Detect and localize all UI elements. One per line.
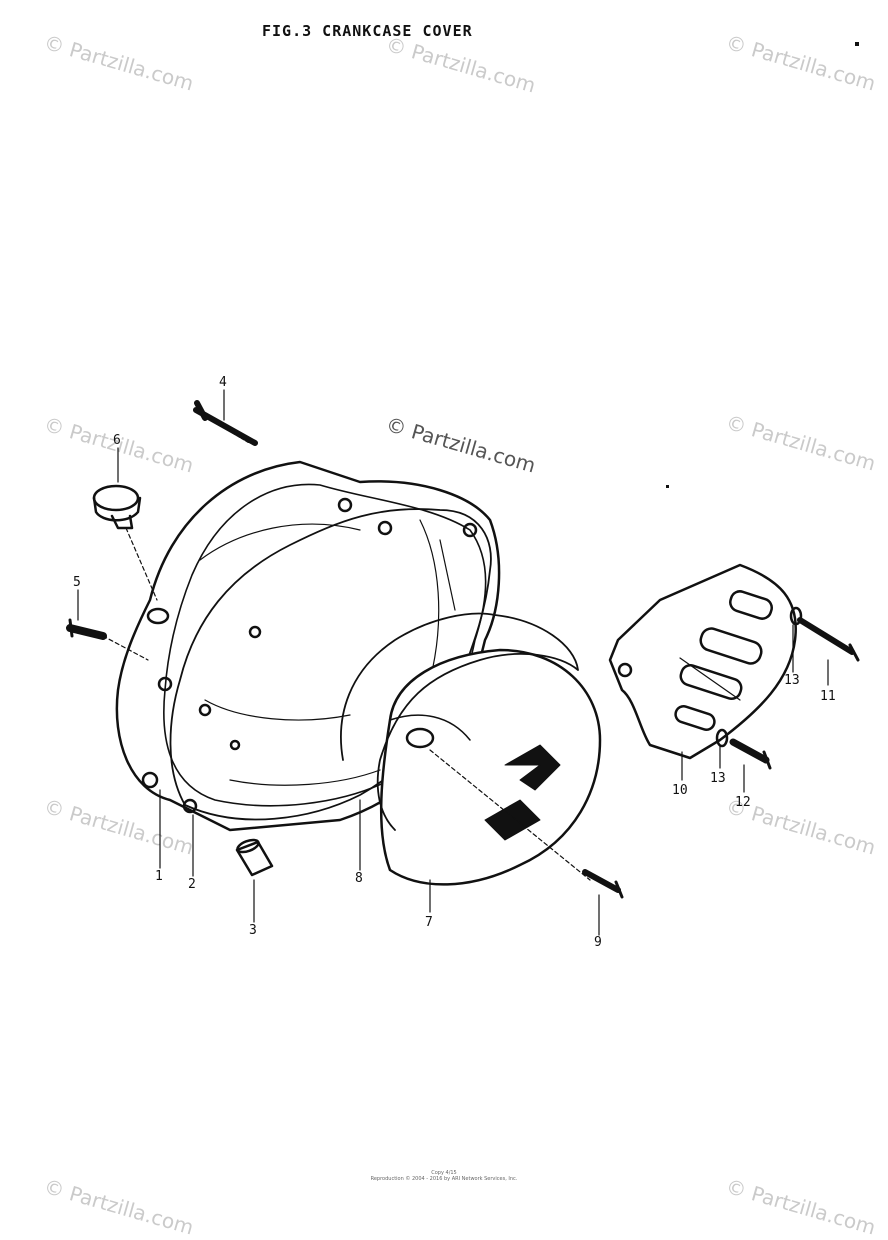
- copyright-footer: Copy 4/15 Reproduction © 2004 - 2016 by …: [0, 1170, 888, 1182]
- callout-11: 11: [820, 689, 836, 704]
- short-bolt-part: [66, 618, 149, 661]
- callout-1: 1: [155, 869, 163, 884]
- callout-13: 13: [710, 771, 726, 786]
- footer-line-2: Reproduction © 2004 - 2016 by ARI Networ…: [370, 1176, 518, 1182]
- long-bolt-part: [193, 400, 258, 446]
- callout-9: 9: [594, 935, 602, 950]
- sprocket-cover-screw-long-part: [797, 617, 860, 662]
- cover-screw-part: [582, 869, 624, 899]
- scan-marks: [666, 42, 859, 488]
- sprocket-cover-part: [608, 563, 797, 760]
- callout-5: 5: [73, 575, 81, 590]
- washer-part: [715, 606, 803, 748]
- dowel-pin-part: [235, 838, 274, 877]
- sprocket-cover-screw-short-part: [729, 738, 772, 770]
- cover-gasket-part: [169, 508, 492, 821]
- leader-lines: [77, 389, 829, 936]
- magneto-cover-part: [379, 648, 602, 886]
- callout-12: 12: [735, 795, 751, 810]
- callout-13: 13: [784, 673, 800, 688]
- callout-3: 3: [249, 923, 257, 938]
- parts-diagram: 4 6 5 1 2 3 8 7 9 10 11 12 13 13: [66, 42, 860, 950]
- diagram-title: FIG.3 CRANKCASE COVER: [262, 22, 473, 40]
- callout-4: 4: [219, 375, 227, 390]
- callout-2: 2: [188, 877, 196, 892]
- oil-filler-plug-part: [92, 484, 170, 625]
- callout-6: 6: [113, 433, 121, 448]
- magneto-gasket-part: [340, 612, 579, 831]
- callout-7: 7: [425, 915, 433, 930]
- callout-10: 10: [672, 783, 688, 798]
- callout-8: 8: [355, 871, 363, 886]
- footer-line-1: Copy 4/15: [431, 1170, 457, 1176]
